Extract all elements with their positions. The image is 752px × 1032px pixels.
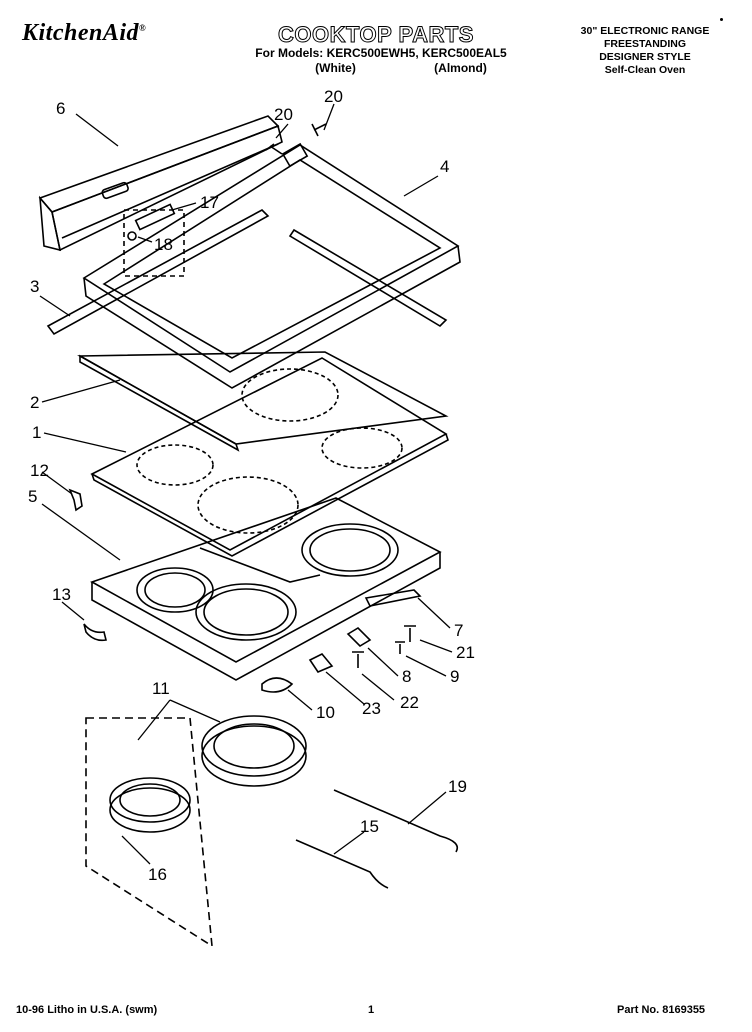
callout-16: 16 xyxy=(148,865,167,884)
part-2-lower-frame xyxy=(77,351,449,452)
part-10-clip xyxy=(261,677,294,693)
callout-12: 12 xyxy=(30,461,49,480)
color-white: (White) xyxy=(315,61,356,75)
models-prefix: For Models: xyxy=(255,46,324,60)
part-13-clip xyxy=(83,623,107,642)
part-5-burner-box xyxy=(90,497,442,681)
part-21-screw xyxy=(404,625,416,642)
callout-4: 4 xyxy=(440,157,449,176)
part-20-screw-a xyxy=(265,143,283,155)
callout-labels: 6 20 20 4 17 18 3 2 1 12 5 13 7 21 9 8 2… xyxy=(28,87,475,884)
colors-line: (White) (Almond) xyxy=(236,61,526,76)
model-info: For Models: KERC500EWH5, KERC500EAL5 (Wh… xyxy=(236,46,526,76)
part-20-screw-b xyxy=(311,123,327,137)
callout-11: 11 xyxy=(152,679,170,698)
brand-logo: KitchenAid® xyxy=(22,20,147,46)
part-1-glass-top xyxy=(90,357,449,557)
part-23-bracket xyxy=(308,653,334,673)
callout-19: 19 xyxy=(448,777,467,796)
part-9-screw xyxy=(395,641,405,654)
part-3-strip-b xyxy=(288,228,448,328)
range-line-2: FREESTANDING xyxy=(603,38,687,50)
callout-5: 5 xyxy=(28,487,37,506)
callout-9: 9 xyxy=(450,667,459,686)
part-4-frame xyxy=(82,142,461,389)
callout-20b: 20 xyxy=(324,87,343,106)
range-line-3: DESIGNER STYLE xyxy=(599,51,691,63)
part-12-clip xyxy=(68,488,83,512)
callout-21: 21 xyxy=(456,643,475,662)
callout-7: 7 xyxy=(454,621,463,640)
part-7-bracket xyxy=(364,589,422,607)
part-6-rear-trim xyxy=(38,115,283,252)
part-3-strip xyxy=(46,209,270,336)
callout-6: 6 xyxy=(56,99,65,118)
range-info: 30" ELECTRONIC RANGE FREESTANDING DESIGN… xyxy=(555,25,735,77)
part-15-wire xyxy=(295,839,389,889)
footer-part-number: Part No. 8169355 xyxy=(617,1004,706,1016)
page-title: COOKTOP PARTS xyxy=(278,22,474,48)
part-19-wire xyxy=(333,789,459,853)
leader-lines xyxy=(39,103,453,865)
callout-23: 23 xyxy=(362,699,381,718)
callout-3: 3 xyxy=(30,277,39,296)
part-22-screw xyxy=(352,651,364,668)
part-18-screw xyxy=(127,231,137,241)
callout-22: 22 xyxy=(400,693,419,712)
range-line-4: Self-Clean Oven xyxy=(604,64,686,76)
callout-2: 2 xyxy=(30,393,39,412)
callout-20a: 20 xyxy=(274,105,293,124)
callout-8: 8 xyxy=(402,667,411,686)
models-line: For Models: KERC500EWH5, KERC500EAL5 xyxy=(236,46,526,61)
callout-15: 15 xyxy=(360,817,379,836)
callout-18: 18 xyxy=(154,235,173,254)
range-line-1: 30" ELECTRONIC RANGE xyxy=(580,25,710,37)
part-17-bracket xyxy=(134,203,176,231)
part-11-elements xyxy=(85,715,307,948)
footer-litho: 10-96 Litho in U.S.A. (swm) xyxy=(16,1004,158,1016)
color-almond: (Almond) xyxy=(434,61,487,75)
models-list: KERC500EWH5, KERC500EAL5 xyxy=(326,46,507,60)
part-8-bracket xyxy=(346,626,372,648)
callout-13: 13 xyxy=(52,585,71,604)
part-17-18-group xyxy=(123,209,185,277)
callout-17: 17 xyxy=(200,193,219,212)
callout-1: 1 xyxy=(32,423,41,442)
callout-10: 10 xyxy=(316,703,335,722)
corner-mark xyxy=(720,18,723,21)
footer-page-number: 1 xyxy=(368,1004,375,1016)
